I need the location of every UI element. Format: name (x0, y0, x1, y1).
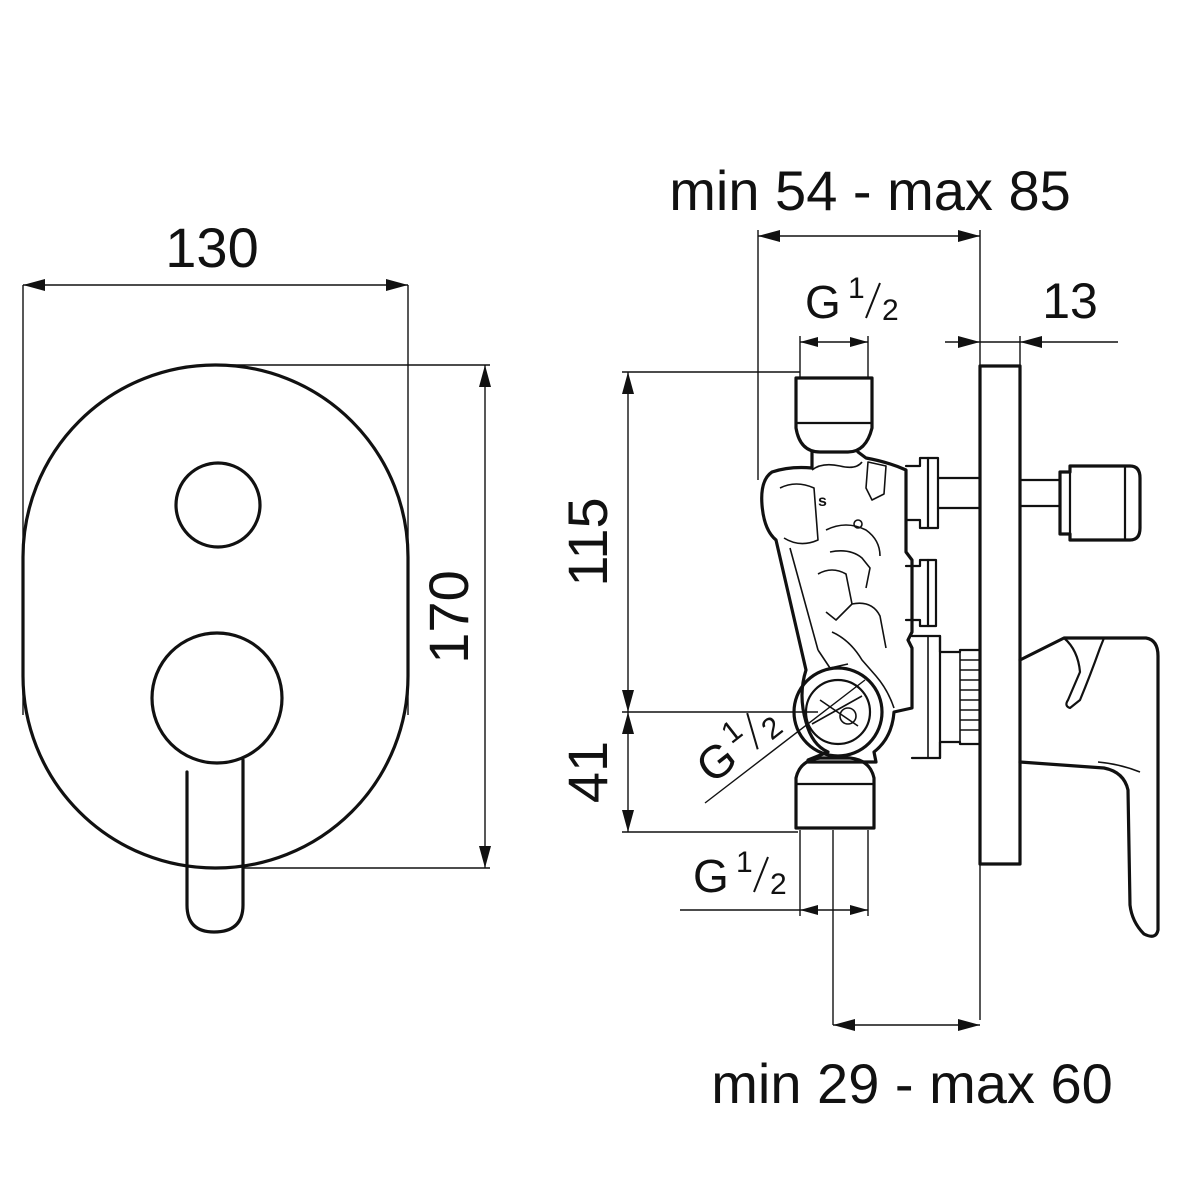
thread-side-fraction-bar (746, 712, 759, 750)
thread-bottom-label: G 1 2 (693, 846, 787, 902)
plate-arrow-left (958, 336, 980, 348)
lever-rosette (150, 631, 284, 765)
casting-detail-7 (851, 602, 887, 649)
upper-nipple (904, 456, 940, 530)
side-outlet-cross-2 (819, 699, 859, 727)
height-label: 170 (417, 570, 480, 663)
thread-bottom-g: G (693, 850, 729, 902)
diverter-spindle-out (1018, 478, 1062, 508)
height-41-label: 41 (556, 741, 619, 803)
thread-top-fraction-bar (865, 282, 881, 319)
h115-arrow-top (622, 372, 634, 394)
middle-nipple (904, 558, 938, 628)
thread-top-g: G (805, 276, 841, 328)
thread-side-leader (704, 679, 866, 804)
casting-detail-4 (825, 524, 881, 557)
casting-detail-3 (865, 461, 887, 501)
front-view: 130 170 (21, 216, 491, 934)
plate-thickness-label: 13 (1042, 273, 1098, 329)
casting-detail-1 (811, 461, 863, 471)
height-115-label: 115 (556, 497, 619, 586)
thread-bottom-arrow-left (800, 905, 818, 915)
casting-detail-6 (817, 569, 853, 621)
h115-arrow-bottom (622, 690, 634, 712)
cartridge-bottom (910, 740, 982, 760)
thread-top-arrow-left (800, 337, 818, 347)
cartridge-top (910, 634, 982, 654)
thread-top-numerator: 1 (848, 272, 865, 305)
side-outlet-outer (792, 666, 884, 758)
top-inlet-fitting (794, 376, 874, 454)
cartridge-threads (959, 652, 980, 744)
side-view: min 54 - max 85 13 G 1 2 115 (556, 159, 1160, 1115)
plate-arrow-right (1020, 336, 1042, 348)
offset-arrow-left (833, 1019, 855, 1031)
height-arrow-bottom (479, 846, 491, 868)
thread-bottom-arrow-right (850, 905, 868, 915)
side-outlet-hole (839, 707, 857, 725)
diverter-knob (174, 461, 262, 549)
bottom-inlet-fitting (794, 756, 876, 830)
casting-detail-5 (829, 550, 871, 589)
thread-top-label: G 1 2 (805, 272, 899, 328)
width-label: 130 (165, 216, 258, 279)
side-outlet-cross-1 (811, 695, 863, 725)
lever-handle-edge (1097, 761, 1141, 773)
body-casting-outline (760, 450, 914, 764)
casting-detail-9 (817, 649, 849, 669)
lever-handle-joint (1062, 636, 1106, 710)
offset-arrow-right (958, 1019, 980, 1031)
cover-plate-oval (21, 363, 410, 870)
thread-top-denominator: 2 (882, 294, 899, 327)
thread-bottom-fraction-bar (753, 856, 769, 893)
offset-label: min 29 - max 60 (711, 1052, 1113, 1115)
h41-arrow-bottom (622, 810, 634, 832)
width-arrow-left (23, 279, 45, 291)
casting-hole (853, 519, 863, 529)
depth-arrow-right (958, 230, 980, 242)
width-arrow-right (386, 279, 408, 291)
thread-bottom-denominator: 2 (770, 868, 787, 901)
side-outlet-inner (804, 678, 872, 746)
thread-side-denominator: 2 (756, 710, 789, 746)
valve-body: s (760, 376, 1142, 830)
casting-rib (789, 547, 819, 651)
lever-handle-side (1018, 636, 1160, 938)
diverter-knob-side (1058, 464, 1142, 542)
lever-handle (185, 758, 245, 934)
body-mark-text: s (818, 493, 827, 510)
casting-detail-8 (831, 631, 895, 709)
casting-detail-2 (779, 483, 819, 545)
diverter-spindle (936, 476, 982, 510)
depth-arrow-left (758, 230, 780, 242)
depth-label: min 54 - max 85 (669, 159, 1071, 222)
height-arrow-top (479, 365, 491, 387)
thread-top-arrow-right (850, 337, 868, 347)
cover-plate-side (978, 364, 1022, 866)
thread-bottom-numerator: 1 (736, 846, 753, 879)
h41-arrow-top (622, 712, 634, 734)
